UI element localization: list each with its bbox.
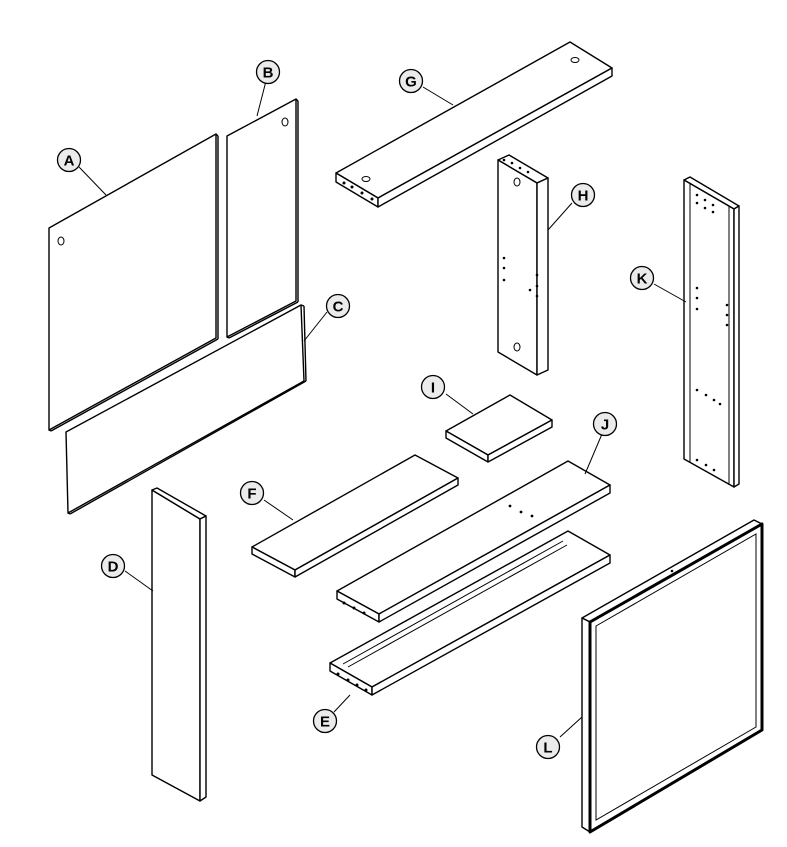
callout-a: A [56,147,82,173]
callout-e: E [312,708,338,734]
callout-j: J [592,411,618,437]
callout-l: L [535,734,561,760]
part-k-upright [683,176,740,488]
leader-b [256,80,267,117]
callout-d-label: D [108,559,119,576]
part-h-upright [497,154,549,376]
leader-g [422,86,454,106]
callout-c-label: C [333,299,344,316]
callout-h: H [570,182,596,208]
callout-f-label: F [247,486,256,503]
callout-b-label: B [263,65,274,82]
callout-e-label: E [320,714,330,731]
callout-k-label: K [637,271,648,288]
callout-i: I [420,374,446,400]
part-f-shelf [251,454,459,578]
callout-l-label: L [543,740,552,757]
leader-l [559,716,583,738]
leader-lines [78,80,687,738]
callout-i-label: I [431,380,435,397]
part-a-panel [48,133,219,432]
callout-b: B [255,59,281,85]
part-i-shelf [445,394,553,463]
callout-k: K [629,265,655,291]
callout-f: F [239,480,265,506]
leader-h [547,202,573,231]
callout-h-label: H [578,188,589,205]
callout-c: C [325,293,351,319]
leader-f [263,499,294,521]
leader-e [333,694,351,713]
callout-g-label: G [405,74,417,91]
leader-c [303,311,328,342]
leader-d [124,570,154,592]
callout-g: G [398,68,424,94]
part-c-panel [65,304,307,515]
part-l-panel [581,519,764,834]
part-d-side-panel [151,487,207,802]
leader-a [78,166,107,196]
leader-i [445,393,474,415]
callout-d: D [100,553,126,579]
part-b-panel [226,98,299,339]
part-e-board [329,530,611,696]
callout-a-label: A [64,153,75,170]
leader-k [653,283,687,303]
part-j-board [336,460,611,623]
leader-j [584,433,603,475]
part-g-board [335,41,613,208]
callout-j-label: J [601,417,609,434]
